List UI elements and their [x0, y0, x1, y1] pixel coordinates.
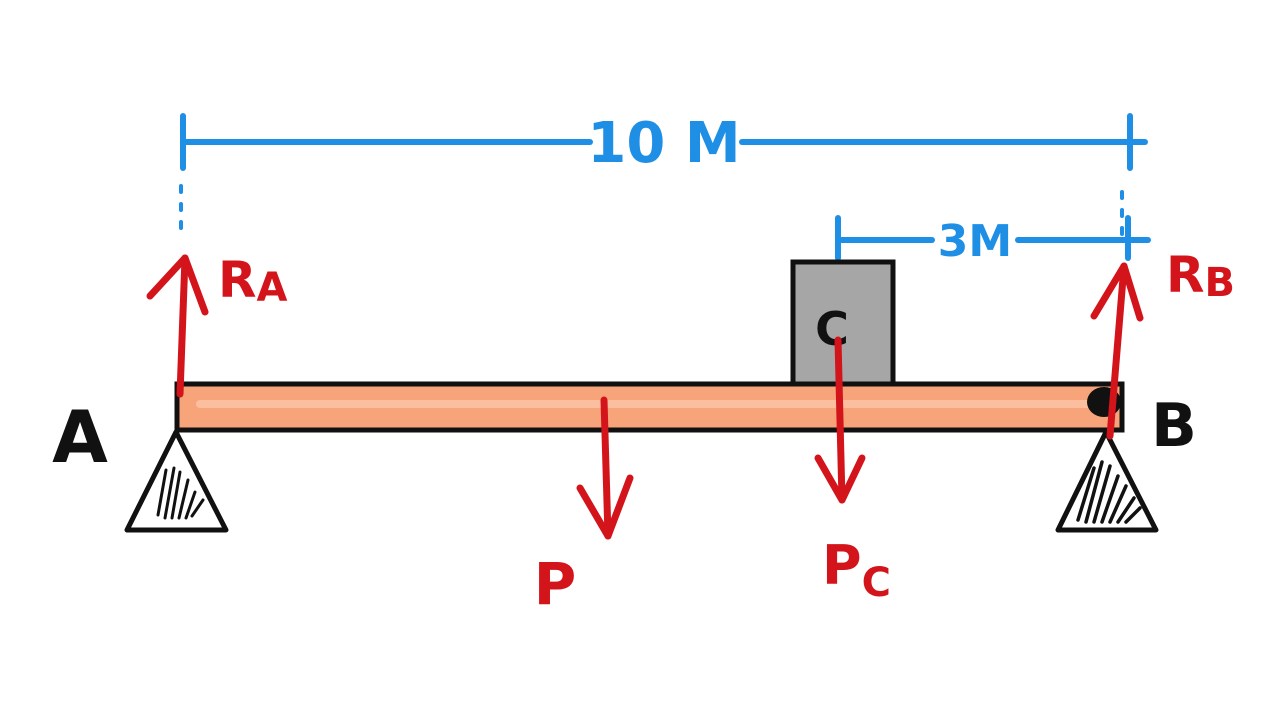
load-p-arrow — [576, 396, 634, 540]
load-pc-main: P — [822, 534, 862, 597]
reaction-b-main: R — [1166, 246, 1205, 304]
support-a-label: A — [52, 395, 108, 479]
load-pc-label: PC — [822, 534, 891, 606]
reaction-a-sub: A — [257, 265, 288, 311]
dimension-total-span-label: 10 M — [587, 111, 740, 176]
reaction-a-label: RA — [218, 251, 288, 311]
support-b — [1055, 429, 1159, 533]
reaction-b-sub: B — [1205, 260, 1236, 306]
block-c-label: C — [815, 302, 849, 356]
reaction-a-main: R — [218, 251, 257, 309]
load-pc-sub: C — [862, 560, 891, 606]
load-pc-arrow — [814, 336, 866, 504]
dimension-total-span — [179, 113, 1148, 240]
dimension-block-to-b — [835, 215, 1151, 261]
reaction-b-arrow — [1090, 262, 1144, 440]
reaction-b-label: RB — [1166, 246, 1235, 306]
reaction-a-arrow — [146, 254, 209, 398]
load-p-label: P — [534, 550, 577, 618]
support-a — [124, 429, 229, 533]
dimension-block-to-b-label: 3M — [938, 216, 1012, 267]
support-b-label: B — [1151, 391, 1197, 461]
